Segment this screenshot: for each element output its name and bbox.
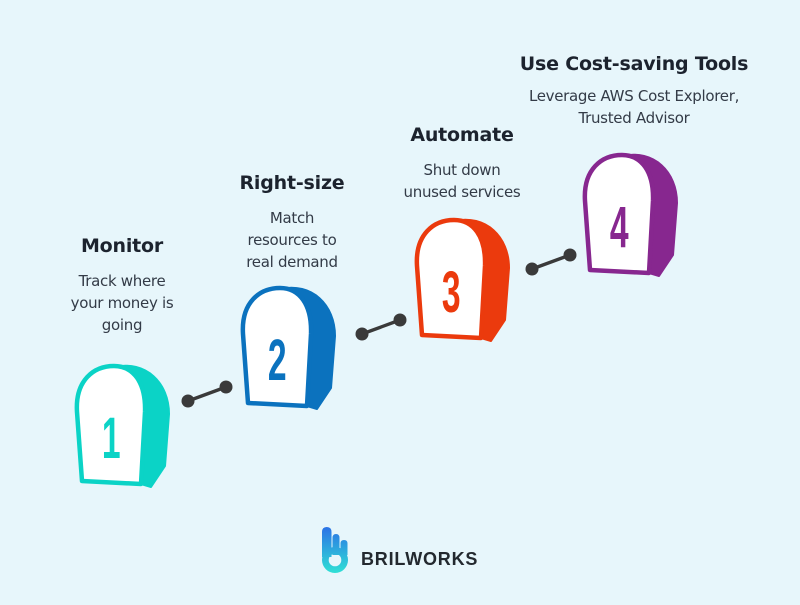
step-1-description: Track where your money is going: [22, 270, 222, 336]
step-4-number: 4: [610, 196, 629, 261]
step-3-text-block: Automate Shut down unused services: [362, 122, 562, 203]
step-1-desc-line: going: [101, 316, 143, 334]
brilworks-logo-icon: [322, 527, 348, 573]
marker-front-face: [582, 152, 656, 276]
connector-3-4: [525, 248, 577, 276]
step-3-description: Shut down unused services: [362, 159, 562, 203]
connector-dot: [525, 262, 539, 276]
step-3-desc-line: Shut down: [423, 161, 501, 179]
step-1-number: 1: [102, 407, 121, 472]
milestone-marker-1: 1: [74, 363, 170, 488]
step-3-title: Automate: [410, 124, 514, 146]
step-2-title: Right-size: [239, 172, 345, 194]
step-2-desc-line: resources to: [247, 231, 337, 249]
step-4-desc-line: Trusted Advisor: [578, 109, 690, 127]
milestone-marker-2: 2: [240, 285, 336, 410]
connector-line: [531, 253, 571, 271]
milestone-marker-4: 4: [582, 152, 678, 277]
connector-1-2: [181, 380, 233, 408]
step-2-text-block: Right-size Match resources to real deman…: [192, 170, 392, 273]
step-1-desc-line: your money is: [70, 294, 174, 312]
brilworks-wordmark: BRILWORKS: [361, 549, 479, 569]
connector-line: [187, 385, 227, 403]
step-1-title: Monitor: [80, 235, 164, 257]
connector-dot: [563, 248, 577, 262]
logo-ring: [322, 547, 348, 573]
step-2-desc-line: real demand: [246, 253, 338, 271]
step-2-description: Match resources to real demand: [192, 207, 392, 273]
connector-dot: [219, 380, 233, 394]
brilworks-logo: BRILWORKS: [322, 527, 478, 573]
step-4-desc-line: Leverage AWS Cost Explorer,: [528, 87, 740, 105]
connector-dot: [393, 313, 407, 327]
marker-front-face: [240, 285, 314, 409]
step-4-title: Use Cost-saving Tools: [519, 53, 749, 75]
step-2-desc-line: Match: [269, 209, 315, 227]
step-3-number: 3: [442, 261, 461, 326]
step-4-text-block: Use Cost-saving Tools Leverage AWS Cost …: [509, 51, 759, 129]
marker-front-face: [74, 363, 148, 487]
connector-line: [361, 318, 401, 336]
step-2-number: 2: [268, 329, 287, 394]
step-4-description: Leverage AWS Cost Explorer, Trusted Advi…: [509, 85, 759, 129]
milestone-marker-3: 3: [414, 217, 510, 342]
connector-dot: [181, 394, 195, 408]
connector-2-3: [355, 313, 407, 341]
marker-front-face: [414, 217, 488, 341]
step-1-desc-line: Track where: [78, 272, 166, 290]
connector-dot: [355, 327, 369, 341]
step-1-text-block: Monitor Track where your money is going: [22, 233, 222, 336]
step-3-desc-line: unused services: [403, 183, 521, 201]
